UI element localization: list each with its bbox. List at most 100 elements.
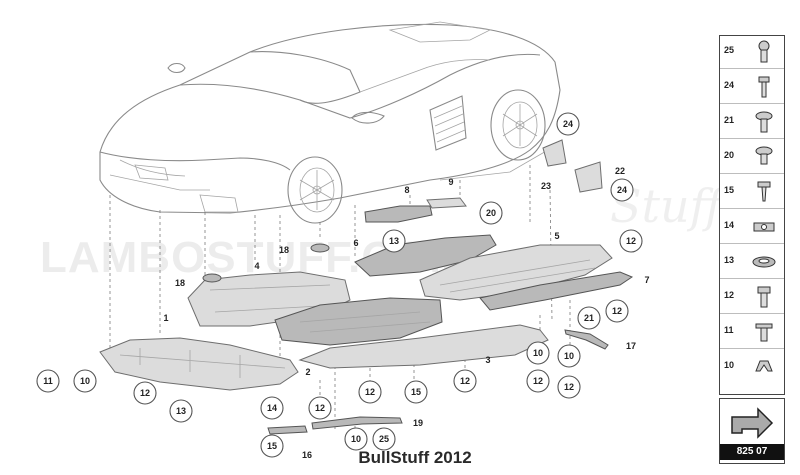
legend-item: 12 [720, 281, 784, 314]
svg-text:24: 24 [563, 119, 573, 129]
callout-15b: 15 [260, 434, 284, 458]
callout-12d: 12 [557, 375, 581, 399]
legend-item: 13 [720, 246, 784, 279]
clip-nut-icon [753, 222, 775, 232]
label-9: 9 [448, 177, 453, 187]
spring-clip-icon [755, 360, 773, 372]
callout-12a: 12 [619, 229, 643, 253]
callout-12c: 12 [526, 369, 550, 393]
svg-text:15: 15 [411, 387, 421, 397]
legend-number: 20 [724, 150, 735, 160]
flange-screw-icon [755, 146, 773, 165]
legend-number: 24 [724, 80, 735, 90]
legend-item: 21 [720, 106, 784, 139]
label-3: 3 [485, 355, 490, 365]
callout-24a: 24 [556, 112, 580, 136]
svg-text:24: 24 [617, 185, 627, 195]
svg-text:12: 12 [626, 236, 636, 246]
bracket-23 [542, 139, 567, 167]
svg-text:14: 14 [267, 403, 277, 413]
reference-code: 825 07 [720, 444, 784, 460]
svg-text:12: 12 [612, 306, 622, 316]
callout-20: 20 [479, 201, 503, 225]
label-5: 5 [554, 231, 559, 241]
legend-item: 10 [720, 351, 784, 383]
strip-17 [564, 329, 609, 350]
underbody-panels [99, 139, 634, 435]
center-tunnel-panel [274, 297, 443, 346]
main-floor-panel [298, 324, 549, 369]
svg-text:12: 12 [315, 403, 325, 413]
svg-text:21: 21 [584, 313, 594, 323]
svg-text:15: 15 [267, 441, 277, 451]
label-2: 2 [305, 367, 310, 377]
access-plate [426, 197, 467, 209]
label-8: 8 [404, 185, 409, 195]
svg-text:12: 12 [365, 387, 375, 397]
callout-12h: 12 [453, 369, 477, 393]
bracket-22 [574, 161, 603, 193]
callout-11: 11 [36, 369, 60, 393]
svg-text:12: 12 [140, 388, 150, 398]
label-18a: 18 [279, 245, 289, 255]
legend-number: 13 [724, 255, 735, 265]
svg-text:10: 10 [564, 351, 574, 361]
callout-circles: 24 24 20 13 12 12 21 10 10 12 12 11 10 1… [36, 112, 643, 458]
tapping-screw-icon [757, 181, 771, 202]
callout-12f: 12 [308, 396, 332, 420]
svg-text:10: 10 [351, 434, 361, 444]
svg-text:13: 13 [389, 236, 399, 246]
svg-text:10: 10 [533, 348, 543, 358]
label-1: 1 [163, 313, 168, 323]
legend-item: 11 [720, 316, 784, 349]
label-4: 4 [254, 261, 259, 271]
legend-number: 12 [724, 290, 735, 300]
grommet-18-rear [310, 243, 330, 253]
strip-16 [267, 425, 308, 435]
callout-12g: 12 [358, 380, 382, 404]
legend-item: 20 [720, 141, 784, 174]
label-22: 22 [615, 166, 625, 176]
direction-arrow-icon [731, 407, 774, 439]
legend-item: 15 [720, 176, 784, 209]
callout-12e: 12 [133, 381, 157, 405]
torx-bolt-icon [758, 40, 770, 63]
footer-credit: BullStuff 2012 [358, 448, 472, 467]
legend-item: 14 [720, 211, 784, 244]
callout-10c: 10 [73, 369, 97, 393]
svg-text:12: 12 [564, 382, 574, 392]
callout-10d: 10 [344, 427, 368, 451]
upper-tunnel-panel [354, 234, 497, 277]
legend-number: 15 [724, 185, 735, 195]
front-underbody-panel [99, 337, 299, 391]
part-number-labels: 23 22 8 9 5 18 6 4 18 7 1 17 3 2 19 16 [163, 166, 649, 460]
legend-number: 11 [724, 325, 734, 335]
svg-text:12: 12 [533, 376, 543, 386]
callout-24b: 24 [610, 178, 634, 202]
callout-13b: 13 [169, 399, 193, 423]
label-7: 7 [644, 275, 649, 285]
label-18b: 18 [175, 278, 185, 288]
svg-text:13: 13 [176, 406, 186, 416]
grommet-18-front [202, 273, 222, 283]
svg-text:25: 25 [379, 434, 389, 444]
legend-item: 24 [720, 71, 784, 104]
hex-bolt-icon [757, 286, 771, 308]
svg-text:10: 10 [80, 376, 90, 386]
reference-box: 825 07 [719, 398, 785, 464]
callout-10a: 10 [526, 341, 550, 365]
callout-25: 25 [372, 427, 396, 451]
label-23: 23 [541, 181, 551, 191]
callout-13a: 13 [382, 229, 406, 253]
strip-19 [311, 416, 403, 430]
label-16: 16 [302, 450, 312, 460]
legend-number: 14 [724, 220, 735, 230]
label-19: 19 [413, 418, 423, 428]
legend-number: 10 [724, 360, 735, 370]
car-outline [99, 21, 561, 224]
svg-text:11: 11 [43, 376, 53, 386]
callout-21: 21 [577, 306, 601, 330]
svg-text:20: 20 [486, 208, 496, 218]
legend-item: 25 [720, 36, 784, 69]
